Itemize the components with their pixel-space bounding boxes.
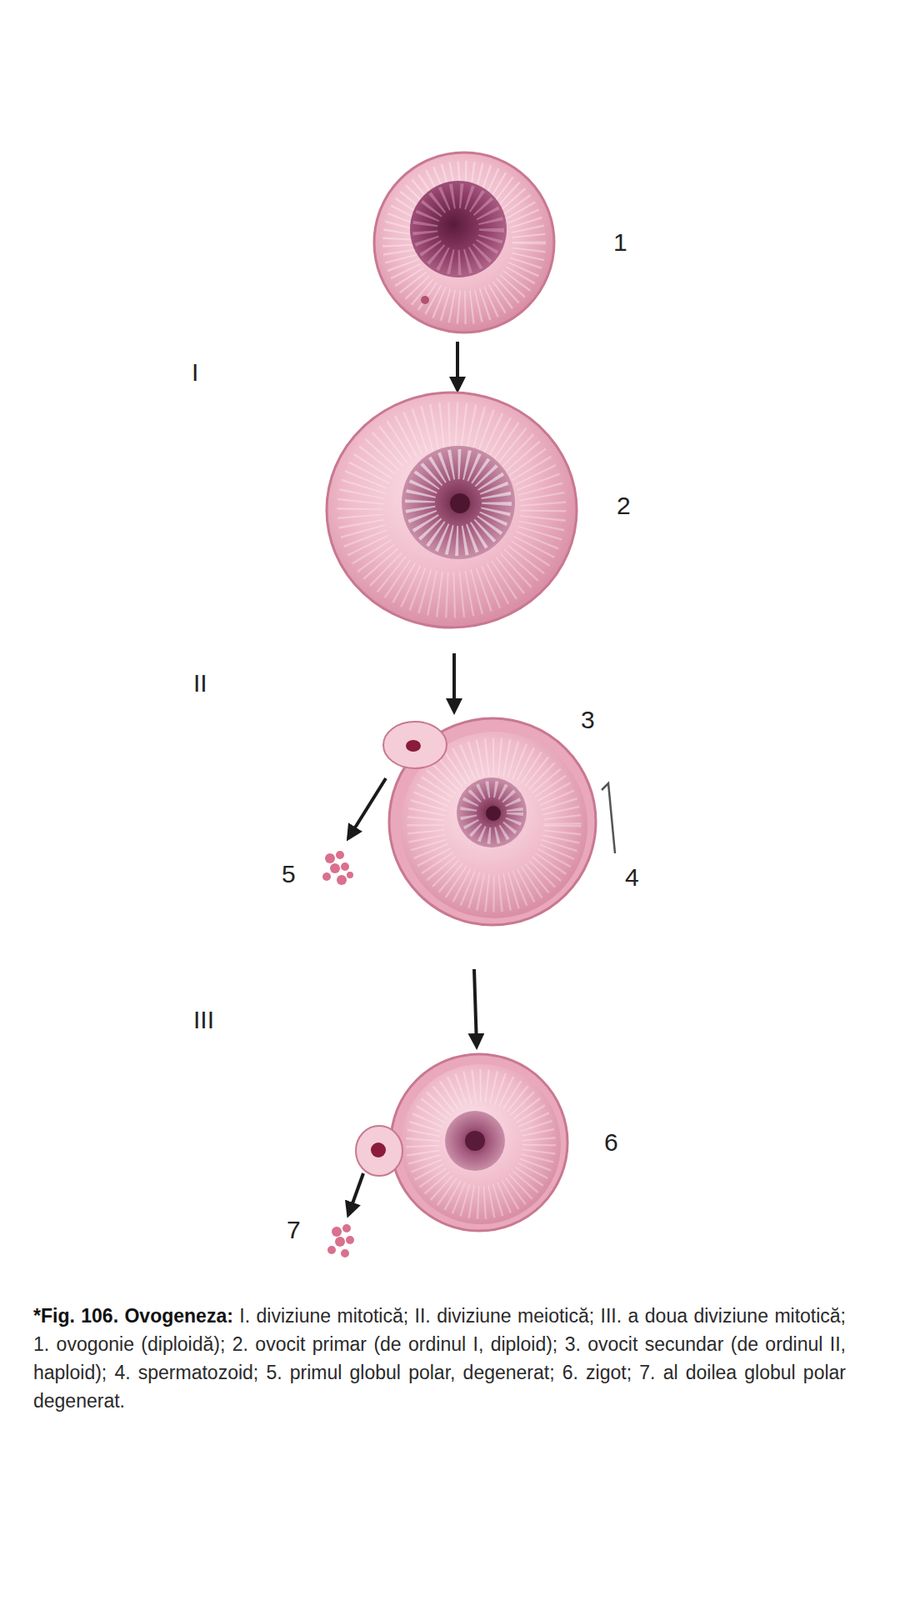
callout-number: 7 (286, 1217, 301, 1243)
degenerated-polar-body-fragments (327, 1224, 355, 1258)
callout-number: 6 (604, 1130, 619, 1155)
oogonium-cell (374, 152, 555, 333)
arrow (455, 341, 460, 390)
second-polar-body (355, 1125, 403, 1176)
arrow (474, 969, 477, 1047)
callout-number: 2 (616, 493, 631, 519)
first-polar-body (383, 721, 447, 769)
stage-numeral: II (193, 670, 208, 696)
degenerated-polar-body-fragments (322, 850, 354, 885)
callout-number: 3 (580, 707, 595, 733)
figure-title: *Fig. 106. Ovogeneza: (33, 1305, 234, 1327)
stage-numeral: III (193, 1007, 215, 1033)
arrow (348, 778, 386, 839)
callout-number: 1 (613, 230, 628, 255)
spermatozoid (601, 783, 615, 854)
arrow (452, 653, 456, 712)
callout-number: 4 (625, 865, 640, 890)
arrow (348, 1173, 364, 1215)
callout-number: 5 (281, 861, 296, 887)
primary-oocyte-cell (326, 392, 577, 628)
stage-numeral: I (191, 360, 199, 385)
zygote-cell (390, 1054, 568, 1231)
figure-caption-block: *Fig. 106. Ovogeneza: I. diviziune mitot… (33, 1301, 846, 1415)
